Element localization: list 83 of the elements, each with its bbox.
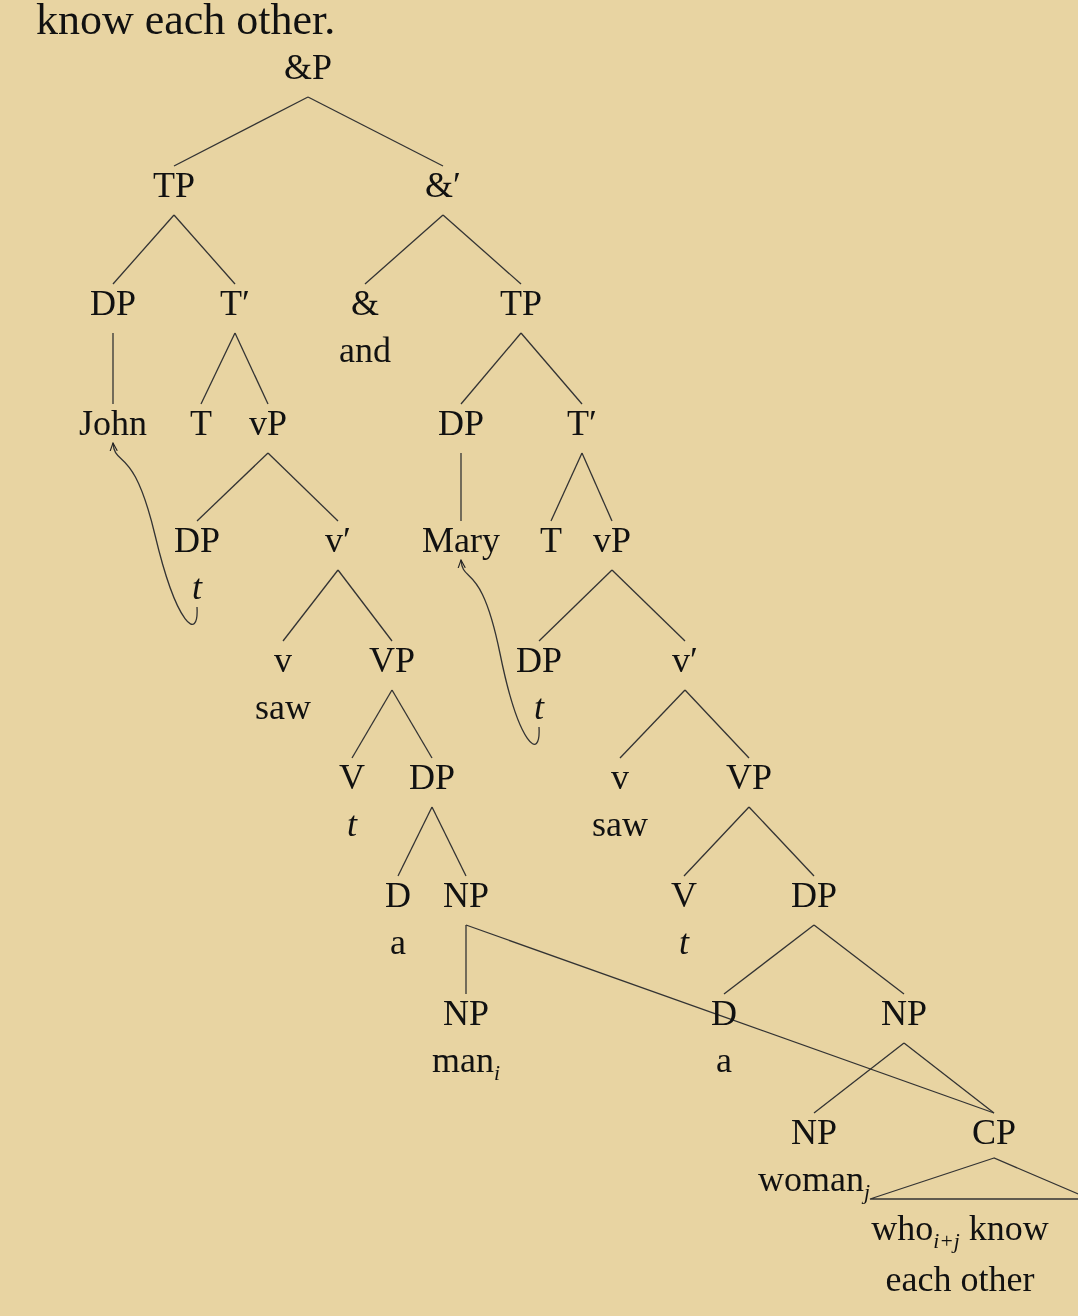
category-label: T′ — [220, 280, 250, 327]
sentence-text: know each other. — [36, 0, 336, 44]
branch-line — [465, 924, 995, 1114]
word-label: man$_{i}$ — [432, 1039, 500, 1088]
category-label: TP — [153, 162, 195, 209]
category-label: NP — [881, 990, 927, 1037]
category-label: CP — [972, 1109, 1016, 1156]
category-label: VP — [726, 754, 772, 801]
branch-line — [683, 806, 750, 877]
trace-label: t — [679, 921, 689, 964]
trace-label: t — [347, 803, 357, 846]
branch-line — [112, 332, 114, 405]
branch-line — [520, 332, 583, 405]
branch-line — [282, 569, 339, 642]
branch-line — [813, 1042, 905, 1114]
category-label: DP — [438, 400, 484, 447]
movement-arrow — [458, 559, 540, 745]
branch-line — [267, 452, 339, 522]
branch-line — [112, 214, 175, 285]
category-label: T — [540, 517, 562, 564]
branch-line — [748, 806, 815, 877]
category-label: DP — [516, 639, 562, 682]
branch-line — [460, 452, 462, 522]
category-label: v′ — [672, 637, 698, 684]
word-label: saw — [255, 686, 311, 729]
branch-line — [173, 214, 236, 285]
category-label: NP — [443, 872, 489, 919]
word-label: John — [79, 400, 147, 447]
category-label: V — [671, 874, 697, 917]
word-label: woman$_{j}$ — [758, 1158, 870, 1207]
word-label: a — [716, 1039, 732, 1082]
category-label: DP — [791, 872, 837, 919]
branch-line — [581, 452, 613, 522]
category-label: &P — [284, 44, 332, 91]
category-label: vP — [593, 517, 631, 564]
category-label: & — [351, 282, 379, 325]
category-label: &′ — [425, 162, 461, 209]
category-label: DP — [174, 519, 220, 562]
branch-line — [173, 96, 309, 167]
category-label: v — [611, 756, 629, 799]
category-label: DP — [409, 754, 455, 801]
word-label: Mary — [422, 517, 500, 564]
branch-line — [397, 806, 433, 877]
category-label: DP — [90, 280, 136, 327]
branch-line — [903, 1042, 995, 1114]
branch-line — [684, 689, 750, 759]
category-label: NP — [443, 992, 489, 1035]
category-label: T′ — [567, 400, 597, 447]
category-label: V — [339, 756, 365, 799]
branch-line — [538, 569, 613, 642]
branch-line — [431, 806, 467, 877]
branch-line — [813, 924, 905, 995]
branch-line — [337, 569, 393, 642]
category-label: VP — [369, 637, 415, 684]
branch-line — [723, 924, 815, 995]
branch-line — [460, 332, 522, 405]
category-label: v — [274, 639, 292, 682]
movement-arrow — [110, 442, 198, 625]
word-label: and — [339, 329, 391, 372]
word-label: a — [390, 921, 406, 964]
category-label: TP — [500, 280, 542, 327]
branch-line — [196, 452, 269, 522]
category-label: vP — [249, 400, 287, 447]
phrase-text: who$_{i+j}$ know each other — [845, 1209, 1075, 1299]
branch-line — [351, 689, 393, 759]
branch-line — [200, 332, 236, 405]
category-label: T — [190, 400, 212, 447]
branch-line — [611, 569, 686, 642]
branch-line — [550, 452, 583, 522]
trace-label: t — [534, 686, 544, 729]
branch-line — [391, 689, 433, 759]
branch-line — [364, 214, 444, 285]
branch-line — [442, 214, 522, 285]
word-label: saw — [592, 803, 648, 846]
branch-line — [465, 924, 467, 995]
category-label: D — [385, 874, 411, 917]
branch-line — [234, 332, 269, 405]
trace-label: t — [192, 566, 202, 609]
triangle-branch — [869, 1157, 1078, 1200]
branch-line — [619, 689, 686, 759]
branch-line — [307, 96, 444, 167]
category-label: v′ — [325, 517, 351, 564]
category-label: NP — [791, 1111, 837, 1154]
